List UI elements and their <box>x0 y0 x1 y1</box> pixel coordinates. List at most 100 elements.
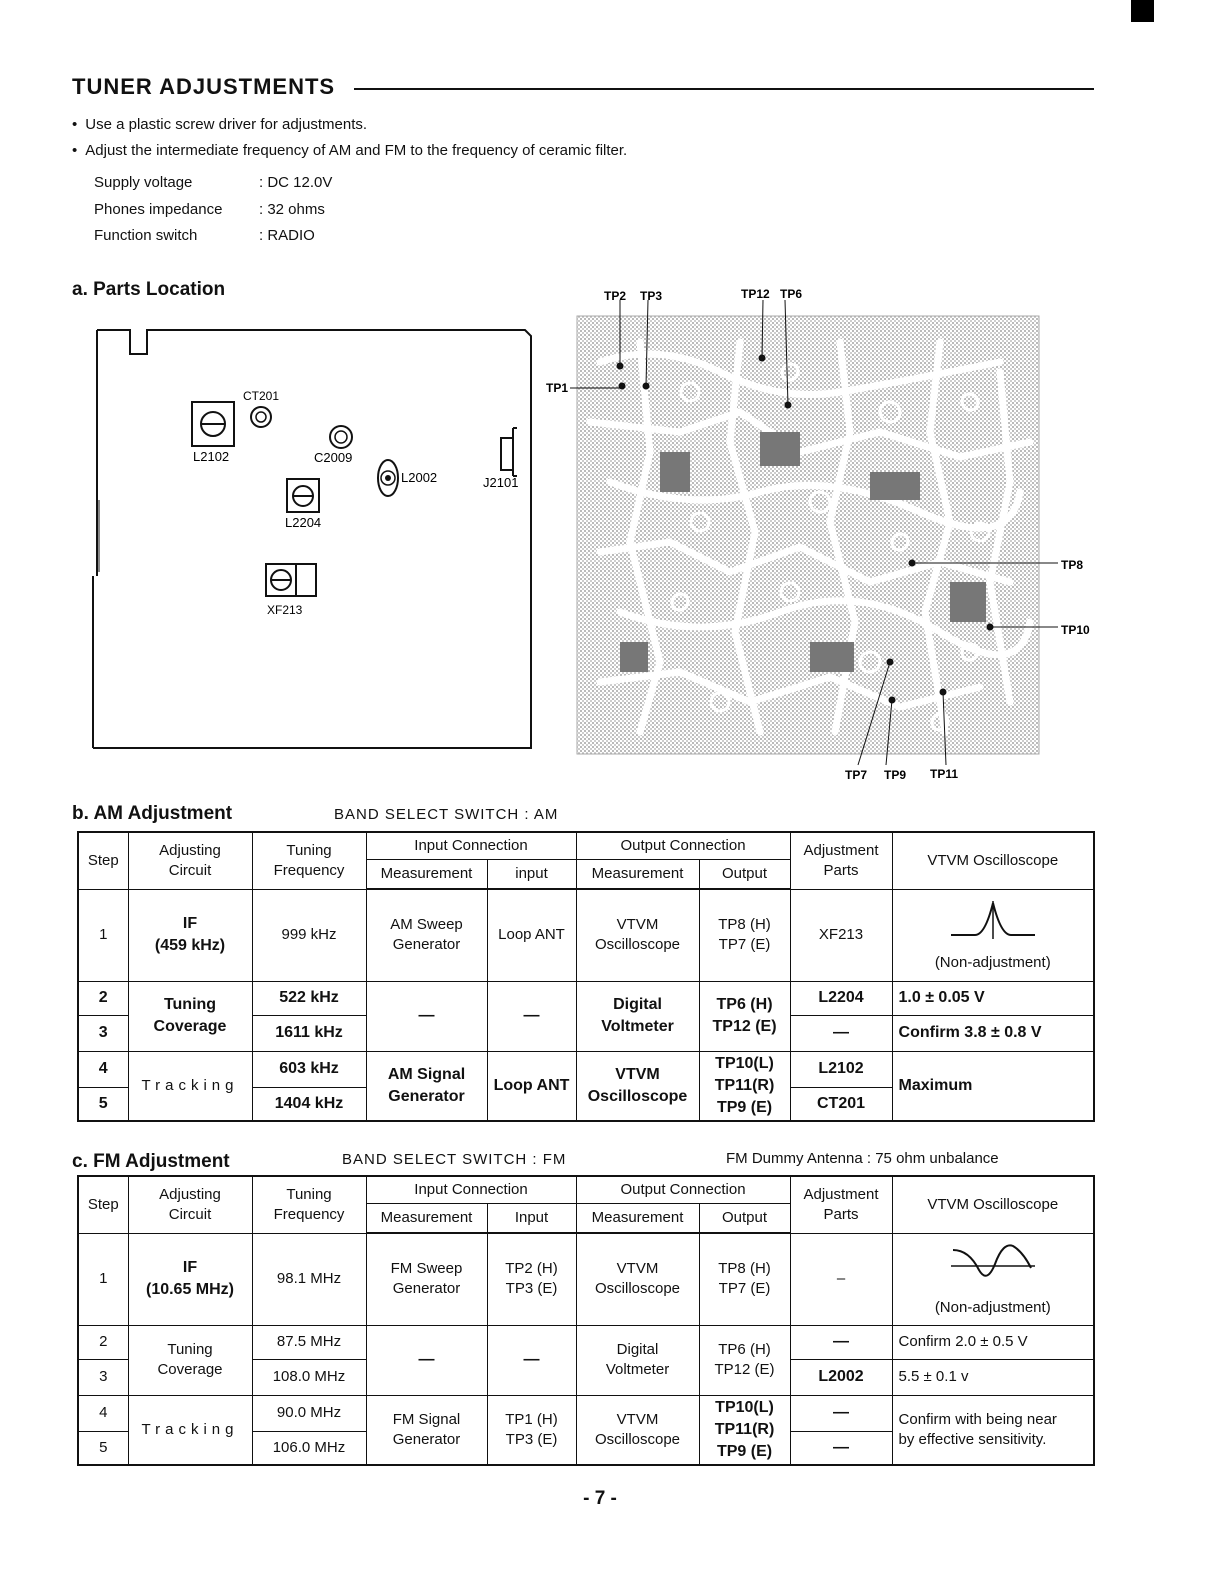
pcb-testpoint-diagram: TP2 TP3 TP12 TP6 TP1 TP8 TP10 TP7 TP9 TP… <box>546 287 1090 782</box>
l2204-label: L2204 <box>285 515 321 530</box>
fm-r2-circuit: Tuning Coverage <box>127 1324 253 1396</box>
tp12-label: TP12 <box>741 287 770 301</box>
am-hdr-output-connection: Output Connection <box>575 831 791 860</box>
fm-hdr-in-measurement: Measurement <box>365 1202 488 1234</box>
am-r2-step: 2 <box>77 980 129 1016</box>
j2101-jack-icon <box>500 427 517 477</box>
tp3-label: TP3 <box>640 289 662 303</box>
fm-heading: c. FM Adjustment <box>72 1151 230 1172</box>
am-hdr-step: Step <box>77 831 129 890</box>
fm-hdr-parts: Adjustment Parts <box>789 1175 893 1234</box>
fm-r1-vtvm: (Non-adjustment) <box>934 1299 1051 1316</box>
page-title: TUNER ADJUSTMENTS <box>72 74 336 99</box>
am-hdr-tuning: Tuning Frequency <box>251 831 367 890</box>
ct201-trimmer-icon <box>250 406 272 428</box>
tp10-label: TP10 <box>1061 623 1090 637</box>
corner-marker <box>1131 0 1154 22</box>
am-r1-circuit: IF (459 kHz) <box>127 888 253 982</box>
title-rule <box>354 88 1094 90</box>
l2102-coil-icon <box>191 401 235 447</box>
table-row: 1 IF (10.65 MHz) 98.1 MHz FM Sweep Gener… <box>77 1232 1095 1326</box>
am-r3-step: 3 <box>77 1014 129 1052</box>
table-row: 3 108.0 MHz L2002 5.5 ± 0.1 v <box>77 1358 1095 1396</box>
page-number: - 7 - <box>583 1488 617 1509</box>
fm-r4-in-input: TP1 (H) TP3 (E) <box>486 1394 577 1466</box>
l2102-label: L2102 <box>193 449 229 464</box>
am-r2-circuit: Tuning Coverage <box>127 980 253 1052</box>
am-r4-in-meas: AM Signal Generator <box>365 1050 488 1122</box>
fm-r2-in-meas: — <box>365 1324 488 1396</box>
xf213-filter-icon <box>265 563 317 597</box>
am-r5-step: 5 <box>77 1086 129 1122</box>
am-r2-out-output: TP6 (H) TP12 (E) <box>698 980 791 1052</box>
fm-r1-vtvm-cell: (Non-adjustment) <box>891 1232 1095 1326</box>
fm-hdr-circuit: Adjusting Circuit <box>127 1175 253 1234</box>
tp7-label: TP7 <box>845 768 867 782</box>
tp8-label: TP8 <box>1061 558 1083 572</box>
ct201-label: CT201 <box>243 389 279 403</box>
fm-r3-freq: 108.0 MHz <box>251 1358 367 1396</box>
fm-r4-vtvm: Confirm with being near by effective sen… <box>891 1394 1095 1466</box>
am-r2-freq: 522 kHz <box>251 980 367 1016</box>
table-row: 4 Tracking 603 kHz AM Signal Generator L… <box>77 1050 1095 1122</box>
fm-r1-out-output: TP8 (H) TP7 (E) <box>698 1232 791 1326</box>
table-row: 5 106.0 MHz — <box>77 1430 1094 1466</box>
fm-hdr-vtvm: VTVM Oscilloscope <box>891 1175 1095 1234</box>
fm-r1-out-meas: VTVM Oscilloscope <box>575 1232 700 1326</box>
am-hdr-in-measurement: Measurement <box>365 858 488 890</box>
am-r4-in-input: Loop ANT <box>486 1050 577 1122</box>
am-r4-out-output: TP10(L) TP11(R) TP9 (E) <box>698 1050 791 1122</box>
am-r4-freq: 603 kHz <box>251 1050 367 1088</box>
tp2-label: TP2 <box>604 289 626 303</box>
fm-hdr-tuning: Tuning Frequency <box>251 1175 367 1234</box>
table-row: 1 IF (459 kHz) 999 kHz AM Sweep Generato… <box>77 888 1095 982</box>
am-hdr-out-output: Output <box>698 858 791 890</box>
fm-r1-parts: – <box>789 1232 893 1326</box>
am-r1-freq: 999 kHz <box>251 888 367 982</box>
am-hdr-in-input: input <box>486 858 577 890</box>
fm-r5-freq: 106.0 MHz <box>251 1430 367 1466</box>
am-hdr-circuit: Adjusting Circuit <box>127 831 253 890</box>
fm-r1-step: 1 <box>77 1232 129 1326</box>
fm-r4-circuit: Tracking <box>127 1394 253 1466</box>
l2002-coil-icon <box>377 459 399 497</box>
fm-hdr-out-measurement: Measurement <box>575 1202 700 1234</box>
fm-r1-in-input: TP2 (H) TP3 (E) <box>486 1232 577 1326</box>
supply-value: : DC 12.0V <box>259 174 333 191</box>
fm-r2-parts: — <box>789 1324 893 1360</box>
instruction-bullet-1: Use a plastic screw driver for adjustmen… <box>72 116 367 133</box>
fm-r3-vtvm: 5.5 ± 0.1 v <box>891 1358 1095 1396</box>
tp6-label: TP6 <box>780 287 802 301</box>
j2101-label: J2101 <box>483 475 518 490</box>
fm-r4-freq: 90.0 MHz <box>251 1394 367 1432</box>
l2204-coil-icon <box>286 478 320 513</box>
fm-r4-parts: — <box>789 1394 893 1432</box>
am-switch-note: BAND SELECT SWITCH : AM <box>334 806 559 823</box>
c2009-capacitor-icon <box>329 425 353 449</box>
am-r5-parts: CT201 <box>789 1086 893 1122</box>
table-row: 2 Tuning Coverage 87.5 MHz — — Digital V… <box>77 1324 1095 1396</box>
parts-location-heading: a. Parts Location <box>72 279 226 300</box>
fm-r3-step: 3 <box>77 1358 129 1396</box>
fm-r4-out-meas: VTVM Oscilloscope <box>575 1394 700 1466</box>
fm-switch-note: BAND SELECT SWITCH : FM <box>342 1151 567 1168</box>
fm-r2-out-output: TP6 (H) TP12 (E) <box>698 1324 791 1396</box>
fm-r1-in-meas: FM Sweep Generator <box>365 1232 488 1326</box>
am-heading: b. AM Adjustment <box>72 803 233 824</box>
am-r4-out-meas: VTVM Oscilloscope <box>575 1050 700 1122</box>
fm-hdr-step: Step <box>77 1175 129 1234</box>
tp9-label: TP9 <box>884 768 906 782</box>
fm-r4-out-output: TP10(L) TP11(R) TP9 (E) <box>698 1394 791 1466</box>
fm-r4-in-meas: FM Signal Generator <box>365 1394 488 1466</box>
am-r1-step: 1 <box>77 888 129 982</box>
am-r1-parts: XF213 <box>789 888 893 982</box>
fm-hdr-input-connection: Input Connection <box>365 1175 577 1204</box>
l2002-label: L2002 <box>401 470 437 485</box>
fm-s-curve-icon <box>950 1244 1035 1277</box>
am-hdr-input-connection: Input Connection <box>365 831 577 860</box>
am-r4-parts: L2102 <box>789 1050 893 1088</box>
tp11-label: TP11 <box>930 767 958 781</box>
fm-r2-freq: 87.5 MHz <box>251 1324 367 1360</box>
instruction-bullet-2: Adjust the intermediate frequency of AM … <box>72 142 627 159</box>
function-value: : RADIO <box>259 227 315 244</box>
